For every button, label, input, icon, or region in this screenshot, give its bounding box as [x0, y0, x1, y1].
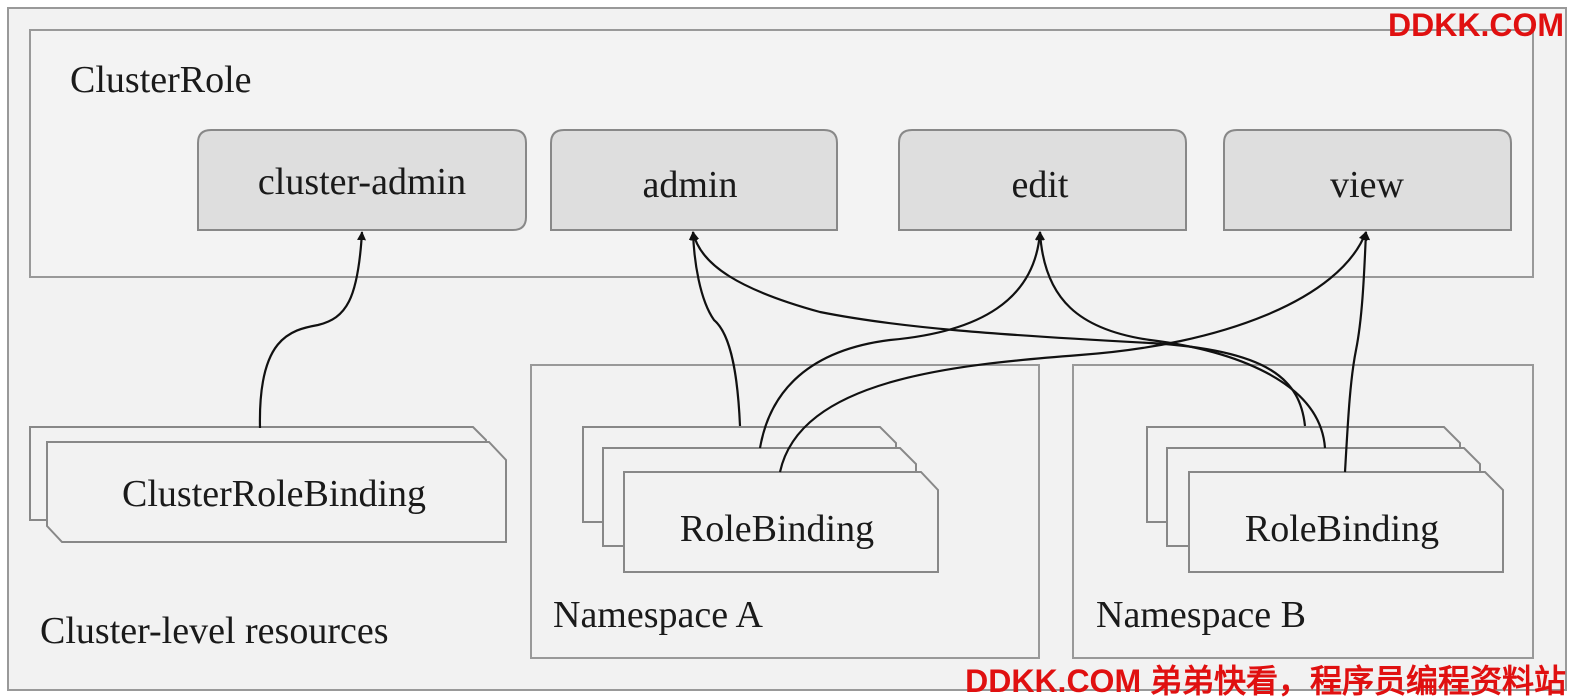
arrow-namespace-b-to-admin	[690, 231, 1307, 427]
role-box-admin	[550, 129, 838, 231]
namespace-b-label: Namespace B	[1096, 594, 1306, 636]
arrow-namespace-a-to-edit	[758, 231, 1044, 449]
arrow-namespace-b-to-view	[1343, 231, 1371, 473]
arrow-namespace-a-to-view	[778, 231, 1368, 473]
role-box-edit	[898, 129, 1187, 231]
cluster-role-binding-label: ClusterRoleBinding	[122, 473, 426, 515]
namespace-a-binding-label: RoleBinding	[680, 508, 874, 550]
namespace-a-binding-card-1	[623, 471, 939, 573]
arrow-clusterrolebinding-to-cluster-admin	[258, 231, 367, 429]
cluster-level-label: Cluster-level resources	[40, 610, 389, 652]
role-box-view	[1223, 129, 1512, 231]
namespace-b-binding-card-1	[1188, 471, 1504, 573]
role-box-cluster-admin	[197, 129, 527, 231]
role-label-edit: edit	[1012, 164, 1069, 206]
namespace-b-binding-label: RoleBinding	[1245, 508, 1439, 550]
namespace-a-label: Namespace A	[553, 594, 764, 636]
watermark-top: DDKK.COM	[1388, 7, 1564, 43]
cluster-role-binding-card-front	[46, 441, 507, 543]
arrow-namespace-a-to-admin	[688, 231, 742, 427]
watermark-bottom: DDKK.COM 弟弟快看，程序员编程资料站	[965, 663, 1566, 699]
role-label-view: view	[1330, 164, 1404, 206]
role-label-cluster-admin: cluster-admin	[258, 161, 466, 203]
cluster-role-title: ClusterRole	[70, 59, 252, 101]
role-label-admin: admin	[643, 164, 738, 206]
arrow-namespace-b-to-edit	[1035, 231, 1327, 449]
